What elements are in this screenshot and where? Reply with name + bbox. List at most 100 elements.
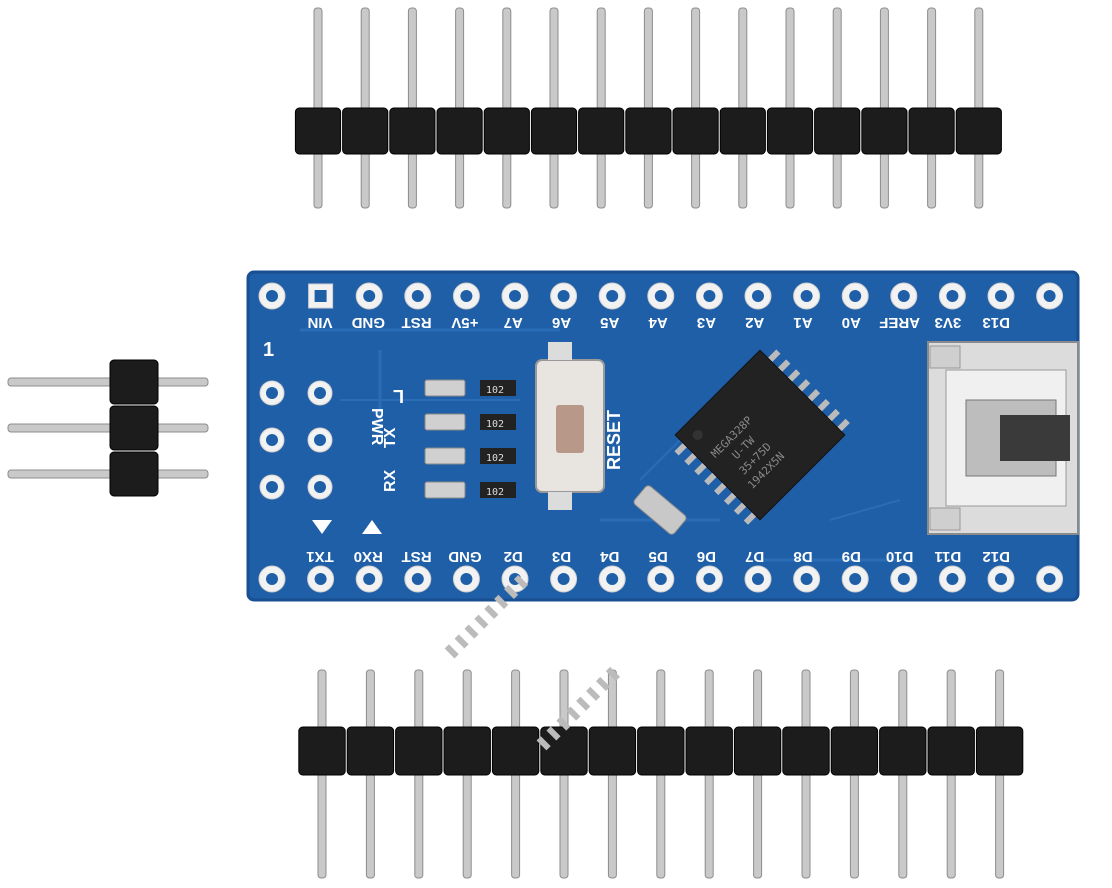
pin-label: A7 (504, 314, 523, 331)
header-body-segment (861, 107, 908, 155)
header-body-segment (443, 726, 491, 776)
resistor-label: 102 (486, 385, 504, 396)
header-body-segment (908, 107, 955, 155)
pin-label: D10 (886, 548, 914, 565)
header-body-segment (685, 726, 733, 776)
chip-leg (556, 716, 571, 731)
header-body-segment (830, 726, 879, 776)
header-body-segment (814, 107, 861, 155)
pin-label: D6 (697, 548, 716, 565)
pin-label: D13 (982, 314, 1010, 331)
header-body-segment (782, 726, 830, 776)
header-pin (7, 423, 209, 433)
header-body-segment (879, 726, 927, 776)
header-body-segment (540, 726, 588, 776)
reset-button-icon (535, 342, 605, 510)
header-body-segment (483, 107, 530, 155)
header-body-segment (298, 726, 346, 776)
pin-label: D5 (649, 548, 668, 565)
chip-leg (595, 676, 611, 691)
rx-arrow-icon (362, 520, 382, 534)
reset-label: RESET (604, 410, 624, 470)
resistor-label: 102 (486, 453, 504, 464)
chip-leg (454, 634, 469, 649)
pin-label: D11 (935, 548, 962, 565)
header-pin (7, 377, 209, 387)
chip-leg (484, 604, 499, 619)
header-body-segment (109, 405, 159, 451)
pin-label: A6 (552, 314, 571, 331)
pin1-marker: 1 (263, 339, 274, 361)
header-body-segment (436, 107, 483, 155)
header-body-segment (719, 107, 766, 155)
header-body-segment (637, 726, 685, 776)
pin-label: A4 (648, 314, 668, 331)
pin-label: D12 (982, 548, 1010, 565)
header-body-segment (491, 726, 540, 776)
pin-label: VIN (307, 314, 332, 331)
chip-leg (566, 706, 581, 721)
header-body-segment (294, 107, 342, 155)
crystal-oscillator-icon (633, 485, 687, 535)
header-body-segment (342, 107, 389, 155)
pin-label: A1 (793, 314, 812, 331)
pin-label: 3V3 (935, 314, 962, 331)
pin-label: RST (402, 548, 432, 565)
chip-leg (605, 666, 620, 682)
pin-label: D9 (842, 548, 861, 565)
pin-label: A5 (600, 314, 619, 331)
header-body-segment (766, 107, 814, 155)
led-resistor-column: 102 102 102 102 (424, 379, 516, 499)
pin-label: D4 (600, 548, 620, 565)
top-pad-row (258, 282, 1064, 310)
pin-label: A2 (745, 314, 764, 331)
chip-leg (464, 624, 479, 639)
chip-leg (513, 575, 529, 590)
tx-arrow-icon (312, 520, 332, 534)
header-body-segment (927, 726, 975, 776)
chip-leg (546, 726, 561, 741)
bottom-pin-header (298, 669, 1024, 879)
header-body-segment (530, 107, 578, 155)
pin-label: GND (448, 548, 482, 565)
chip-leg (576, 696, 591, 711)
header-body-segment (955, 107, 1002, 155)
header-body-segment (389, 107, 436, 155)
resistor-label: 102 (486, 419, 504, 430)
header-body-segment (109, 451, 159, 497)
led-label-pwr: PWR (368, 408, 385, 446)
led-label-rx: RX (382, 469, 399, 492)
pin-label: A0 (842, 314, 861, 331)
icsp-pads (259, 380, 333, 500)
pin-label: D7 (745, 548, 764, 565)
top-pin-header (294, 7, 1002, 209)
header-body-segment (578, 107, 625, 155)
header-body-segment (625, 107, 672, 155)
chip-leg (444, 644, 459, 659)
chip-leg (494, 594, 509, 609)
pin-label: RX0 (354, 548, 383, 565)
resistor-label: 102 (486, 487, 504, 498)
mega328p-chip: MEGA328P U-TW 35+75D 1942X5N (444, 349, 850, 751)
chip-leg (504, 584, 519, 600)
header-body-segment (733, 726, 782, 776)
pin-label: TX1 (306, 548, 334, 565)
header-body-segment (975, 726, 1024, 776)
chip-leg (536, 736, 551, 751)
pin-label: D3 (552, 548, 571, 565)
header-body-segment (346, 726, 395, 776)
led-label-l: L (393, 386, 404, 406)
mini-usb-connector-icon (927, 341, 1079, 535)
header-body-segment (109, 359, 159, 405)
icsp-pin-header (7, 359, 209, 497)
header-body-segment (672, 107, 719, 155)
pin-label: AREF (879, 314, 920, 331)
pin-label: D2 (504, 548, 523, 565)
bottom-pad-row (258, 565, 1064, 593)
header-body-segment (588, 726, 637, 776)
pin-label: D8 (793, 548, 812, 565)
header-body-segment (395, 726, 443, 776)
pin-label: +5V (451, 314, 478, 331)
